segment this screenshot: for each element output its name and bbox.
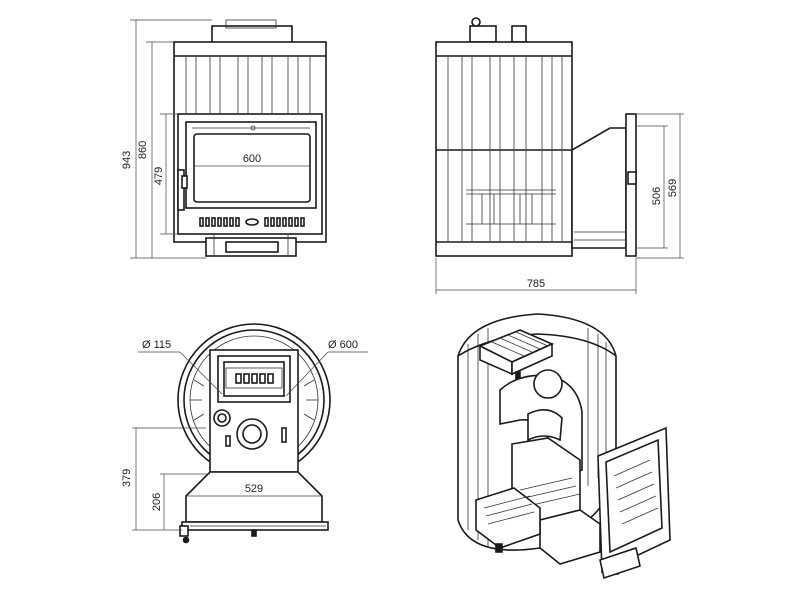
- base-width-label: 529: [245, 483, 263, 495]
- overall-height-label: 943: [121, 151, 133, 169]
- door-height-label: 479: [153, 167, 165, 185]
- body-diameter-label: Ø 600: [328, 339, 358, 351]
- flue-offset-label: 379: [121, 469, 133, 487]
- isometric-view: [457, 313, 671, 580]
- total-depth-label: 785: [527, 278, 545, 290]
- tank-height-label: 506: [651, 187, 663, 205]
- flue-diameter-label: Ø 115: [142, 339, 171, 351]
- tank-mount-height-label: 569: [667, 179, 679, 197]
- front-view: [130, 19, 327, 259]
- side-view: [435, 17, 684, 294]
- top-view: [132, 323, 368, 544]
- axis-height-label: 206: [151, 493, 163, 511]
- body-height-label: 860: [137, 141, 149, 159]
- door-width-label: 600: [243, 153, 261, 165]
